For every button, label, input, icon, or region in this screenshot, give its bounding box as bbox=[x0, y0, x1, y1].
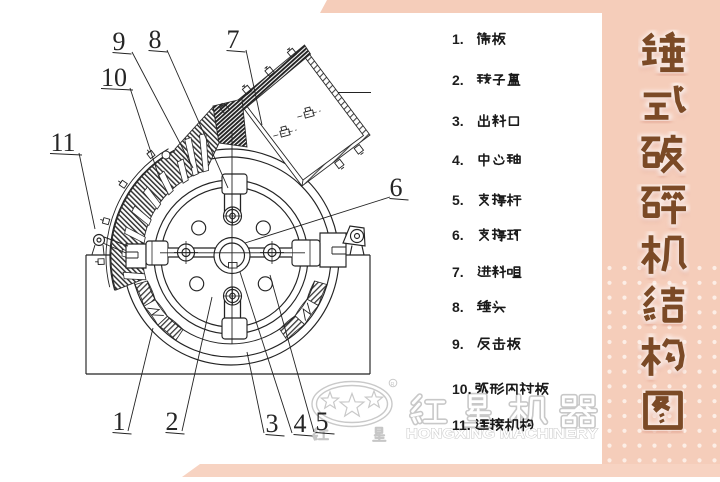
svg-text:4: 4 bbox=[294, 409, 307, 438]
svg-text:8: 8 bbox=[149, 25, 162, 54]
svg-text:7.: 7. bbox=[452, 264, 464, 280]
svg-text:5: 5 bbox=[316, 407, 329, 436]
svg-text:2.: 2. bbox=[452, 72, 464, 88]
svg-text:11.: 11. bbox=[452, 417, 471, 433]
svg-text:11: 11 bbox=[50, 128, 75, 157]
svg-text:R: R bbox=[391, 382, 395, 388]
svg-text:6.: 6. bbox=[452, 227, 464, 243]
svg-text:6: 6 bbox=[390, 173, 403, 202]
svg-text:8.: 8. bbox=[452, 299, 464, 315]
svg-text:10: 10 bbox=[101, 63, 127, 92]
svg-text:9: 9 bbox=[113, 27, 126, 56]
svg-text:3.: 3. bbox=[452, 113, 464, 129]
svg-text:9.: 9. bbox=[452, 336, 464, 352]
svg-text:1.: 1. bbox=[452, 31, 464, 47]
svg-text:3: 3 bbox=[266, 409, 279, 438]
svg-text:2: 2 bbox=[166, 407, 179, 436]
svg-text:4.: 4. bbox=[452, 152, 464, 168]
svg-text:10.: 10. bbox=[452, 381, 471, 397]
svg-text:5.: 5. bbox=[452, 192, 464, 208]
svg-text:7: 7 bbox=[227, 25, 240, 54]
svg-text:HONGXING MACHINERY: HONGXING MACHINERY bbox=[406, 426, 598, 441]
svg-text:1: 1 bbox=[113, 407, 126, 436]
